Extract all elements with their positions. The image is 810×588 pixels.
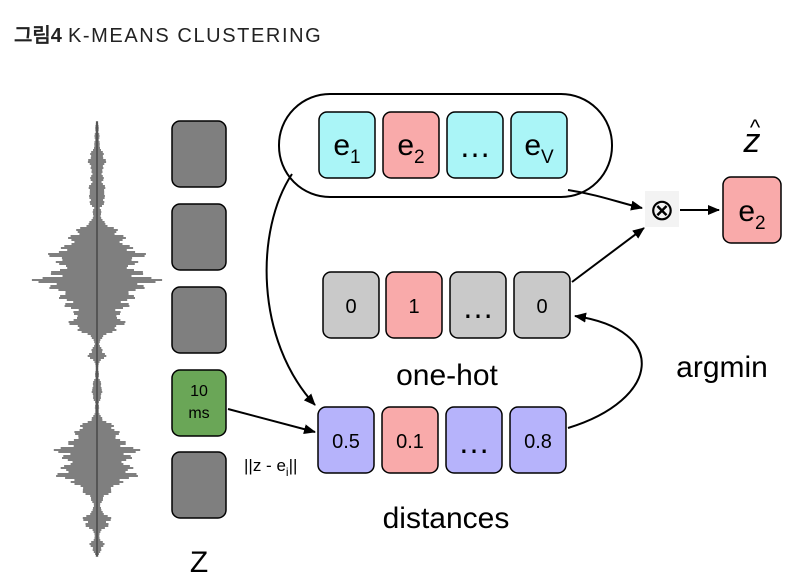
frame-duration-value: 10 bbox=[190, 383, 208, 400]
output-label: z bbox=[743, 122, 761, 160]
quantized-output: z ^ e2 bbox=[722, 115, 782, 244]
distance-ellipsis: … bbox=[458, 424, 490, 460]
distance-value: 0.1 bbox=[396, 431, 424, 453]
arrow-codebook-to-distances bbox=[265, 173, 316, 406]
codebook-entry bbox=[510, 111, 568, 179]
onehot-value: 0 bbox=[536, 296, 547, 318]
frame-box-active bbox=[171, 369, 227, 437]
onehot-vector: 0 1 … 0 one-hot bbox=[322, 271, 571, 392]
figure-title: K-MEANS CLUSTERING bbox=[67, 25, 323, 47]
output-label-hat: ^ bbox=[750, 115, 761, 140]
codebook-entry bbox=[446, 111, 504, 179]
codebook-ellipsis: … bbox=[459, 128, 491, 164]
frame-box bbox=[171, 286, 227, 354]
frame-duration-unit: ms bbox=[188, 405, 209, 422]
distance-cell-selected bbox=[381, 406, 439, 474]
codebook-entry-selected bbox=[382, 111, 440, 179]
frame-box bbox=[171, 203, 227, 271]
codebook-entry-label: eV bbox=[524, 129, 554, 168]
codebook: e1 e2 … eV bbox=[278, 93, 613, 198]
multiply-operator-bg bbox=[645, 191, 679, 227]
connector-arrows bbox=[227, 173, 720, 435]
arrow-frame-to-distances bbox=[227, 408, 316, 435]
distance-vector: 0.5 0.1 … 0.8 distances ||z - ei|| bbox=[244, 406, 567, 535]
output-cell-label: e2 bbox=[738, 195, 765, 234]
onehot-label: one-hot bbox=[396, 359, 498, 392]
distance-value: 0.8 bbox=[524, 431, 552, 453]
argmin-label: argmin bbox=[676, 351, 768, 384]
onehot-cell bbox=[322, 271, 380, 339]
onehot-value: 0 bbox=[345, 296, 356, 318]
figure-number: 그림4 bbox=[14, 25, 62, 47]
arrow-onehot-to-multiply bbox=[571, 227, 645, 283]
frame-box bbox=[171, 451, 227, 519]
distance-cell bbox=[445, 406, 503, 474]
onehot-cell bbox=[513, 271, 571, 339]
distance-cell bbox=[509, 406, 567, 474]
distances-label: distances bbox=[383, 502, 510, 535]
codebook-entry-label: e1 bbox=[333, 129, 360, 168]
arrow-codebook-to-multiply bbox=[567, 189, 643, 211]
onehot-value: 1 bbox=[408, 296, 419, 318]
onehot-ellipsis: … bbox=[462, 289, 494, 325]
arrow-argmin-loop bbox=[567, 312, 643, 429]
audio-waveform bbox=[31, 121, 163, 557]
codebook-entry bbox=[318, 111, 376, 179]
multiply-operator-icon: ⊗ bbox=[649, 194, 674, 227]
codebook-entry-label: e2 bbox=[397, 129, 424, 168]
distance-cell bbox=[317, 406, 375, 474]
frame-column: 10 ms Z bbox=[171, 120, 227, 579]
z-axis-label: Z bbox=[190, 546, 208, 579]
onehot-cell bbox=[449, 271, 507, 339]
output-cell bbox=[722, 176, 782, 244]
distance-formula: ||z - ei|| bbox=[244, 456, 297, 479]
frame-box bbox=[171, 120, 227, 188]
distance-value: 0.5 bbox=[332, 431, 360, 453]
onehot-cell-selected bbox=[385, 271, 443, 339]
